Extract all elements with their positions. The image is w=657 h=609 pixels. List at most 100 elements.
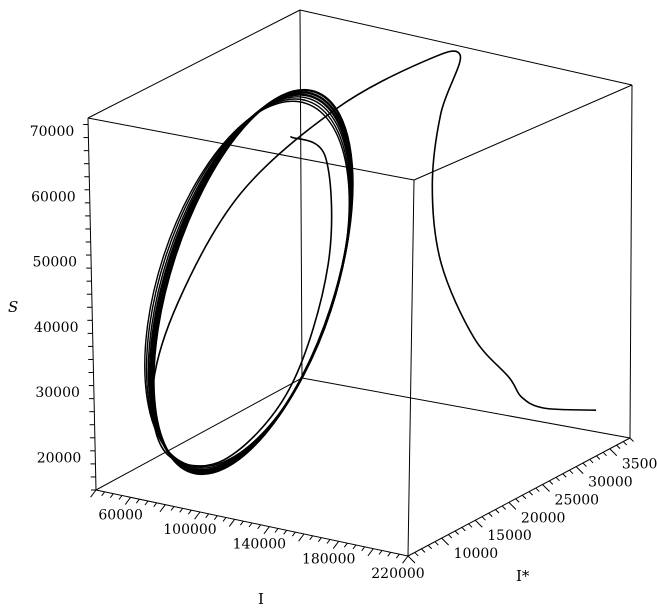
x-minor-tick [343, 542, 348, 548]
x-minor-tick [361, 546, 366, 552]
box-edge-back-right [629, 84, 633, 439]
y-tick-label: 15000 [487, 528, 532, 544]
x-major-tick [402, 555, 409, 564]
x-minor-tick [387, 552, 392, 557]
x-major-tick [263, 526, 270, 535]
z-tick-label: 40000 [34, 320, 79, 336]
y-major-tick [542, 484, 550, 492]
x-tick-label: 140000 [233, 537, 286, 553]
y-tick-label: 35000 [622, 457, 657, 473]
box-edge-back-left [299, 9, 303, 379]
box-edge-front-top [87, 117, 415, 181]
z-tick-label: 60000 [31, 189, 76, 205]
x-major-tick [367, 548, 374, 557]
y-minor-tick [481, 516, 486, 521]
x-minor-tick [213, 515, 218, 520]
y-major-tick [407, 555, 416, 564]
y-minor-tick [569, 469, 574, 475]
x-minor-tick [309, 535, 314, 541]
y-minor-tick [562, 473, 567, 478]
y-minor-tick [589, 459, 594, 464]
x-major-tick [90, 489, 97, 498]
box-edge-bottom-left-depth [95, 377, 303, 491]
z-axis-label: S [8, 298, 18, 316]
y-minor-tick [448, 534, 453, 539]
x-minor-tick [257, 524, 262, 530]
x-minor-tick [248, 522, 253, 528]
y-major-tick [441, 537, 449, 546]
x-minor-tick [378, 550, 383, 555]
y-minor-tick [414, 552, 419, 557]
y-major-tick [575, 466, 584, 474]
x-minor-tick [352, 544, 357, 550]
box-edge-back-top [299, 9, 633, 86]
x-major-tick [124, 497, 132, 505]
x-minor-tick [170, 506, 175, 511]
z-tick-label: 50000 [33, 255, 78, 271]
x-minor-tick [118, 495, 123, 500]
x-major-tick [159, 504, 166, 513]
y-minor-tick [495, 509, 500, 514]
x-major-tick [228, 519, 236, 527]
x-minor-tick [239, 520, 244, 526]
x-minor-tick [283, 530, 288, 535]
y-minor-tick [616, 444, 621, 450]
y-tick-label: 10000 [454, 546, 499, 562]
y-minor-tick [421, 548, 426, 553]
limit-cycle-loop [144, 100, 350, 468]
y-minor-tick [434, 541, 439, 546]
y-minor-tick [548, 480, 554, 485]
z-tick-label: 30000 [35, 385, 80, 401]
x-tick-label: 60000 [98, 507, 143, 523]
y-minor-tick [522, 494, 527, 500]
y-minor-tick [555, 476, 560, 482]
x-minor-tick [187, 509, 192, 515]
x-tick-label: 220000 [371, 566, 424, 582]
y-major-tick [474, 519, 483, 528]
tick-labels: 60000 100000 140000 180000 220000 10000 15000 2… [30, 124, 657, 582]
y-tick-label: 30000 [588, 475, 633, 491]
y-minor-tick [528, 491, 533, 496]
y-axis-label: I* [516, 567, 530, 585]
x-minor-tick [291, 531, 296, 537]
y-tick-label: 20000 [521, 510, 566, 526]
x-major-tick [298, 533, 305, 542]
box-edge-bottom-right-depth [407, 437, 631, 557]
x-tick-label: 100000 [163, 522, 216, 538]
y-minor-tick [501, 505, 507, 510]
box-edge-front-left [87, 117, 97, 491]
x-tick-label: 180000 [302, 551, 355, 567]
bounding-box [87, 9, 633, 557]
y-minor-tick [454, 530, 459, 535]
trajectory [144, 50, 597, 476]
box-edge-top-right-depth [413, 84, 633, 181]
y-minor-tick [622, 441, 628, 446]
x-minor-tick [395, 553, 400, 559]
x-major-tick [332, 541, 340, 549]
y-minor-tick [596, 455, 601, 460]
x-major-tick [194, 511, 201, 520]
x-axis-label: I [258, 590, 264, 608]
y-major-tick [508, 502, 517, 510]
x-minor-tick [222, 517, 227, 522]
y-minor-tick [535, 487, 540, 492]
box-edge-back-bottom [301, 377, 631, 439]
trajectory-transient [151, 50, 597, 467]
x-minor-tick [101, 491, 106, 497]
y-minor-tick [515, 498, 520, 503]
z-tick-label: 70000 [30, 124, 75, 140]
y-minor-tick [461, 527, 466, 532]
x-minor-tick [205, 513, 210, 519]
x-minor-tick [144, 500, 149, 506]
box-edge-top-left-depth [87, 9, 301, 119]
z-tick-label: 20000 [37, 450, 82, 466]
y-minor-tick [582, 462, 587, 467]
y-minor-tick [602, 451, 607, 457]
x-minor-tick [274, 528, 279, 533]
axis-ticks [83, 124, 634, 564]
x-minor-tick [153, 502, 158, 508]
limit-cycle-loop [148, 93, 353, 473]
y-minor-tick [488, 512, 493, 517]
x-minor-tick [317, 537, 322, 542]
